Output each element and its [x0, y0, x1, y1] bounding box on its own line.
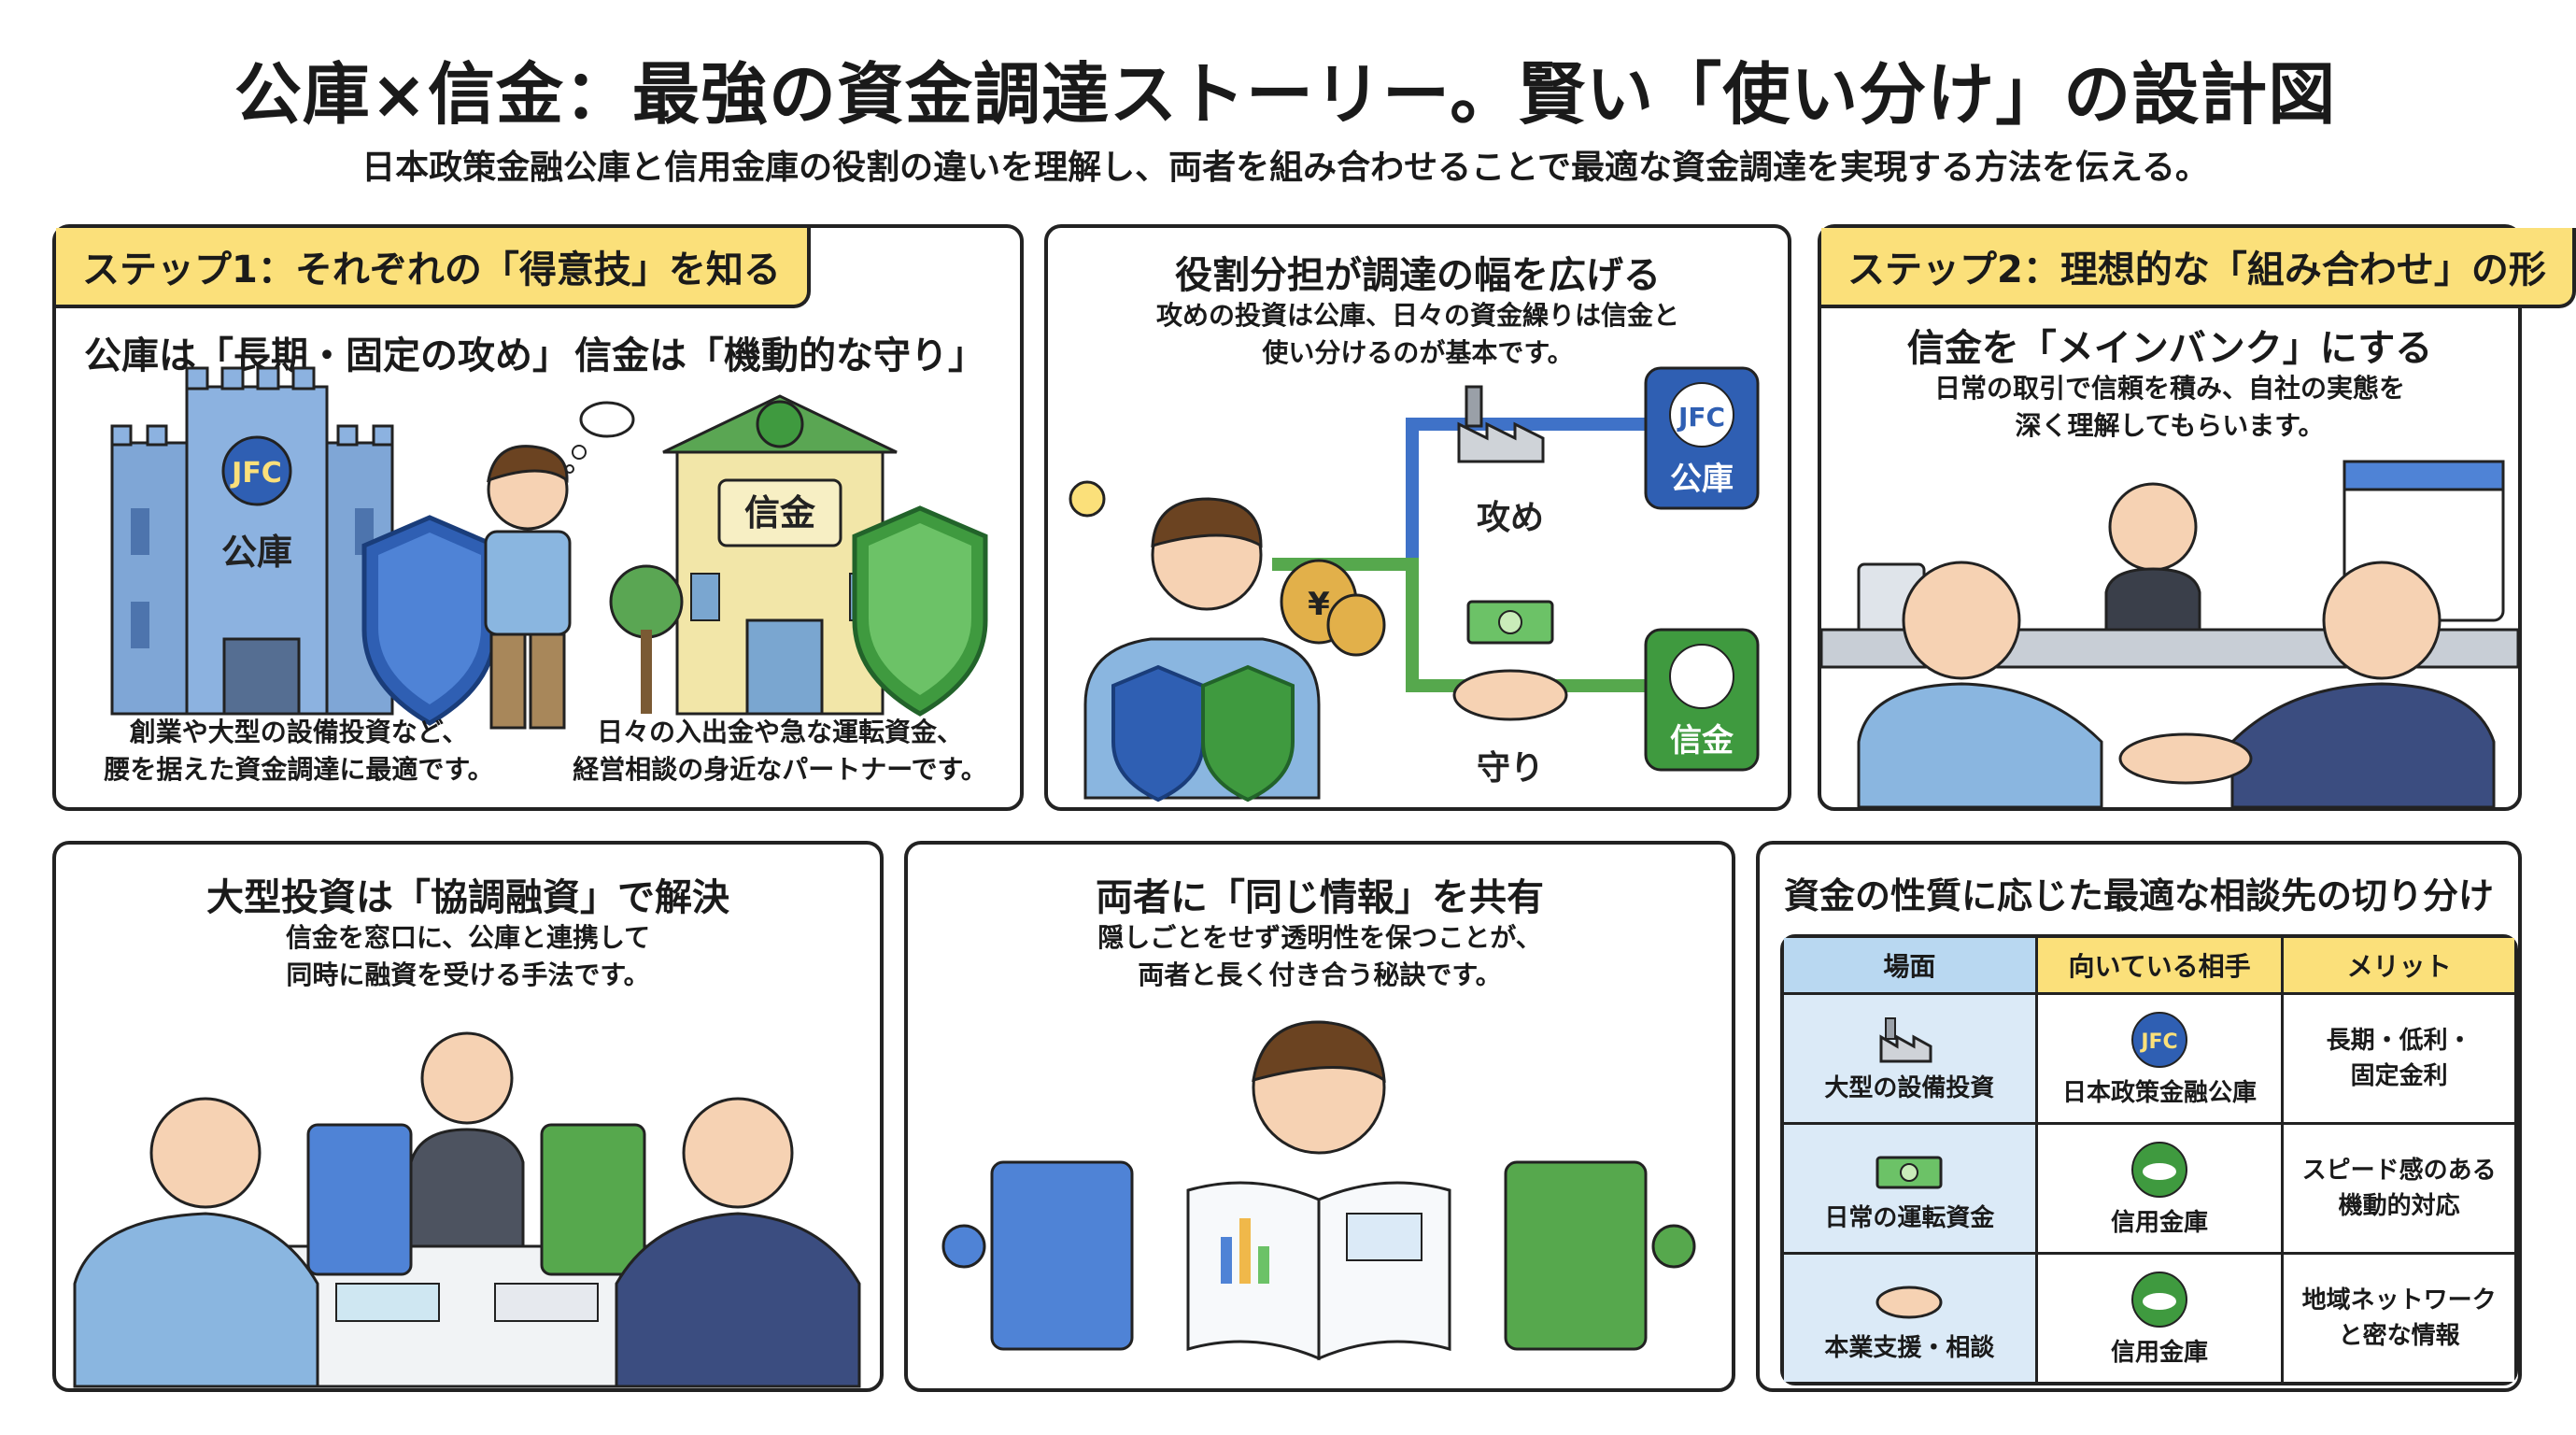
- shinkin-heading: 信金は「機動的な守り」: [574, 334, 985, 377]
- column-header: 場面: [1784, 938, 2038, 995]
- step2-tab: ステップ2：理想的な「組み合わせ」の形: [1821, 228, 2576, 308]
- table-row: 本業支援・相談 信用金庫 地域ネットワーク と密な情報: [1784, 1255, 2514, 1382]
- share-body: 隠しごとをせず透明性を保つことが、 両者と長く付き合う秘訣です。: [1097, 922, 1542, 990]
- coop-heading: 大型投資は「協調融資」で解決: [206, 876, 729, 919]
- jfc-heading: 公庫は「長期・固定の攻め」: [84, 334, 570, 377]
- shinkin-clerk-icon: [409, 1031, 525, 1248]
- roles-shinkin-label: 信金: [1670, 722, 1734, 760]
- step2-panel: ステップ2：理想的な「組み合わせ」の形 信金を「メインバンク」にする 日常の取引…: [1818, 224, 2576, 811]
- step1-panel: ステップ1：それぞれの「得意技」を知る 公庫は「長期・固定の攻め」 信金は「機動…: [52, 224, 1024, 811]
- table-header-row: 場面 向いている相手 メリット: [1784, 938, 2514, 995]
- shinkin-logo-icon: [2131, 1142, 2188, 1198]
- table-heading: 資金の性質に応じた最適な相談先の切り分け: [1783, 875, 2494, 916]
- presenter-man-icon: [1252, 1020, 1386, 1155]
- bank-counter-illustration: [1819, 460, 2520, 809]
- jfc-mascot-icon: [306, 1123, 413, 1276]
- scene-text: 大型の設備投資: [1824, 1074, 1995, 1102]
- jfc-mascot-icon: [941, 1160, 1134, 1351]
- roles-heading: 役割分担が調達の幅を広げる: [1175, 254, 1661, 297]
- partner-text: 日本政策金融公庫: [2062, 1079, 2258, 1107]
- jfc-logo-text: JFC: [2139, 1030, 2177, 1054]
- document-icon: [335, 1283, 440, 1322]
- customer-man-icon: [73, 1097, 319, 1388]
- table-panel: 資金の性質に応じた最適な相談先の切り分け 場面 向いている相手 メリット 大型の…: [1756, 841, 2522, 1392]
- partner-text: 信用金庫: [2111, 1209, 2209, 1237]
- coop-panel: 大型投資は「協調融資」で解決 信金を窓口に、公庫と連携して 同時に融資を受ける手…: [52, 841, 884, 1392]
- step1-tab: ステップ1：それぞれの「得意技」を知る: [56, 228, 811, 308]
- roles-panel: 役割分担が調達の幅を広げる 攻めの投資は公庫、日々の資金繰りは信金と 使い分ける…: [1044, 224, 1791, 811]
- attack-label: 攻め: [1477, 499, 1544, 537]
- jfc-shield-icon: [361, 515, 498, 726]
- shinkin-caption: 日々の入出金や急な運転資金、 経営相談の身近なパートナーです。: [573, 717, 987, 785]
- scene-text: 日常の運転資金: [1824, 1204, 1995, 1232]
- comparison-table: 場面 向いている相手 メリット 大型の設備投資 JFC: [1780, 934, 2518, 1385]
- bank-clerk-icon: [2104, 482, 2201, 632]
- merit-text: スピード感のある 機動的対応: [2301, 1157, 2497, 1220]
- step2-body: 日常の取引で信頼を積み、自社の実態を 深く理解してもらいます。: [1933, 373, 2405, 441]
- shinkin-shield-icon: [852, 505, 988, 717]
- document-icon: [494, 1283, 599, 1322]
- shinkin-building-icon: [609, 394, 898, 716]
- shinkin-mascot-icon: [540, 1123, 646, 1276]
- money-bag-icon: [1280, 559, 1386, 657]
- jfc-logo-text: JFC: [230, 457, 282, 490]
- shinkin-mascot-icon: [1504, 1160, 1696, 1351]
- cash-icon: [1466, 600, 1554, 645]
- coop-body: 信金を窓口に、公庫と連携して 同時に融資を受ける手法です。: [285, 922, 651, 990]
- banker-man-icon: [615, 1097, 861, 1388]
- page-title: 公庫×信金：最強の資金調達ストーリー。賢い「使い分け」の設計図: [234, 55, 2337, 134]
- share-heading: 両者に「同じ情報」を共有: [1096, 876, 1544, 919]
- roles-jfc-label: 公庫: [1670, 461, 1734, 498]
- defense-label: 守り: [1477, 749, 1544, 788]
- shinkin-logo-icon: [2131, 1272, 2188, 1328]
- table-row: 大型の設備投資 JFC 日本政策金融公庫 長期・低利・ 固定金利: [1784, 995, 2514, 1125]
- roles-jfc-logo: JFC: [1677, 402, 1725, 433]
- share-panel: 両者に「同じ情報」を共有 隠しごとをせず透明性を保つことが、 両者と長く付き合う…: [904, 841, 1735, 1392]
- jfc-caption: 創業や大型の設備投資など、 腰を据えた資金調達に最適です。: [104, 717, 494, 785]
- customer-man-icon: [1857, 561, 2103, 809]
- roles-body: 攻めの投資は公庫、日々の資金繰りは信金と 使い分けるのが基本です。: [1155, 300, 1679, 368]
- jfc-building-label: 公庫: [221, 532, 292, 573]
- handshake-icon: [2118, 732, 2253, 785]
- jfc-logo-icon: JFC: [2131, 1012, 2188, 1068]
- share-illustration: [941, 1020, 1696, 1361]
- handshake-icon: [1452, 669, 1568, 721]
- partner-text: 信用金庫: [2111, 1339, 2209, 1367]
- presenter-man-icon: [1069, 480, 1321, 803]
- step2-heading: 信金を「メインバンク」にする: [1906, 327, 2433, 370]
- shinkin-building-label: 信金: [744, 492, 816, 533]
- factory-icon: [1879, 1017, 1932, 1063]
- jfc-castle-icon: [110, 366, 394, 716]
- meeting-illustration: [73, 1031, 861, 1388]
- thinking-man-icon: [484, 401, 635, 730]
- banker-man-icon: [2230, 561, 2496, 809]
- merit-text: 長期・低利・ 固定金利: [2326, 1027, 2472, 1090]
- step1-illustration: JFC 公庫 信金: [110, 366, 988, 730]
- factory-icon: [1457, 385, 1545, 463]
- column-header: 向いている相手: [2037, 938, 2285, 995]
- shinkin-logo-icon: [1669, 644, 1734, 709]
- scene-text: 本業支援・相談: [1824, 1334, 1995, 1362]
- roles-illustration: ¥ 攻め 守り JFC 公庫 信金: [1069, 366, 1760, 803]
- page-subtitle: 日本政策金融公庫と信用金庫の役割の違いを理解し、両者を組み合わせることで最適な資…: [361, 149, 2209, 187]
- column-header: メリット: [2284, 938, 2514, 995]
- yen-symbol: ¥: [1308, 586, 1330, 623]
- open-report-icon: [1186, 1181, 1451, 1361]
- jfc-logo-icon: [1669, 382, 1734, 448]
- merit-text: 地域ネットワーク と密な情報: [2301, 1286, 2497, 1350]
- table-row: 日常の運転資金 信用金庫 スピード感のある 機動的対応: [1784, 1125, 2514, 1255]
- handshake-icon: [1875, 1286, 1943, 1319]
- cash-icon: [1875, 1156, 1943, 1189]
